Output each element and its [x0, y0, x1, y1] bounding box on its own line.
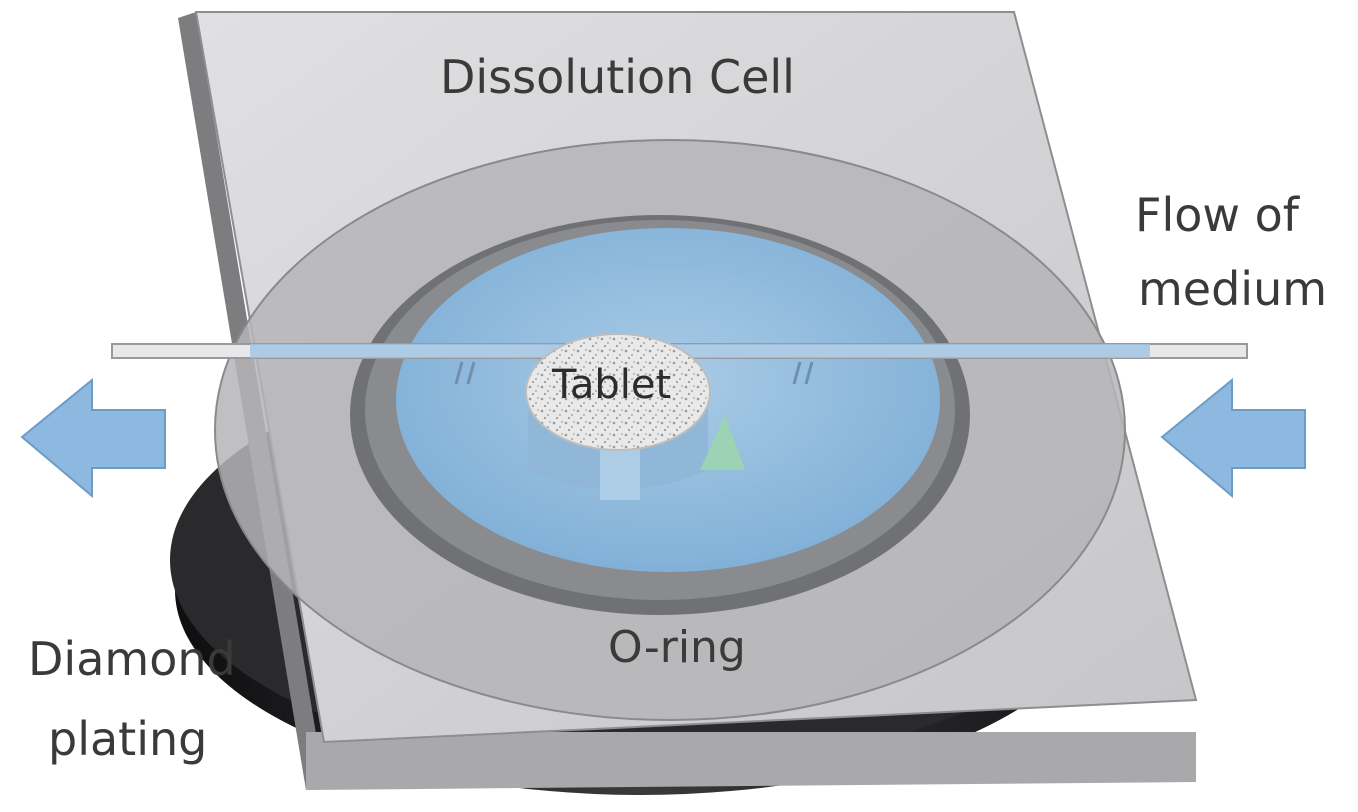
inflow-arrow [1160, 377, 1306, 499]
diamond-plating-label-line2: plating [48, 712, 208, 766]
tablet-label: Tablet [552, 362, 672, 408]
outflow-arrow [20, 377, 166, 499]
tablet [525, 333, 745, 500]
diamond-plating-label-line1: Diamond [28, 632, 236, 686]
flow-of-medium-label-line1: Flow of [1135, 188, 1299, 242]
o-ring-label: O-ring [608, 622, 746, 673]
flow-of-medium-label-line2: medium [1138, 262, 1328, 316]
plate-bottom-edge [306, 732, 1196, 790]
tube-markers [454, 361, 814, 385]
dissolution-cell-label: Dissolution Cell [440, 50, 795, 104]
